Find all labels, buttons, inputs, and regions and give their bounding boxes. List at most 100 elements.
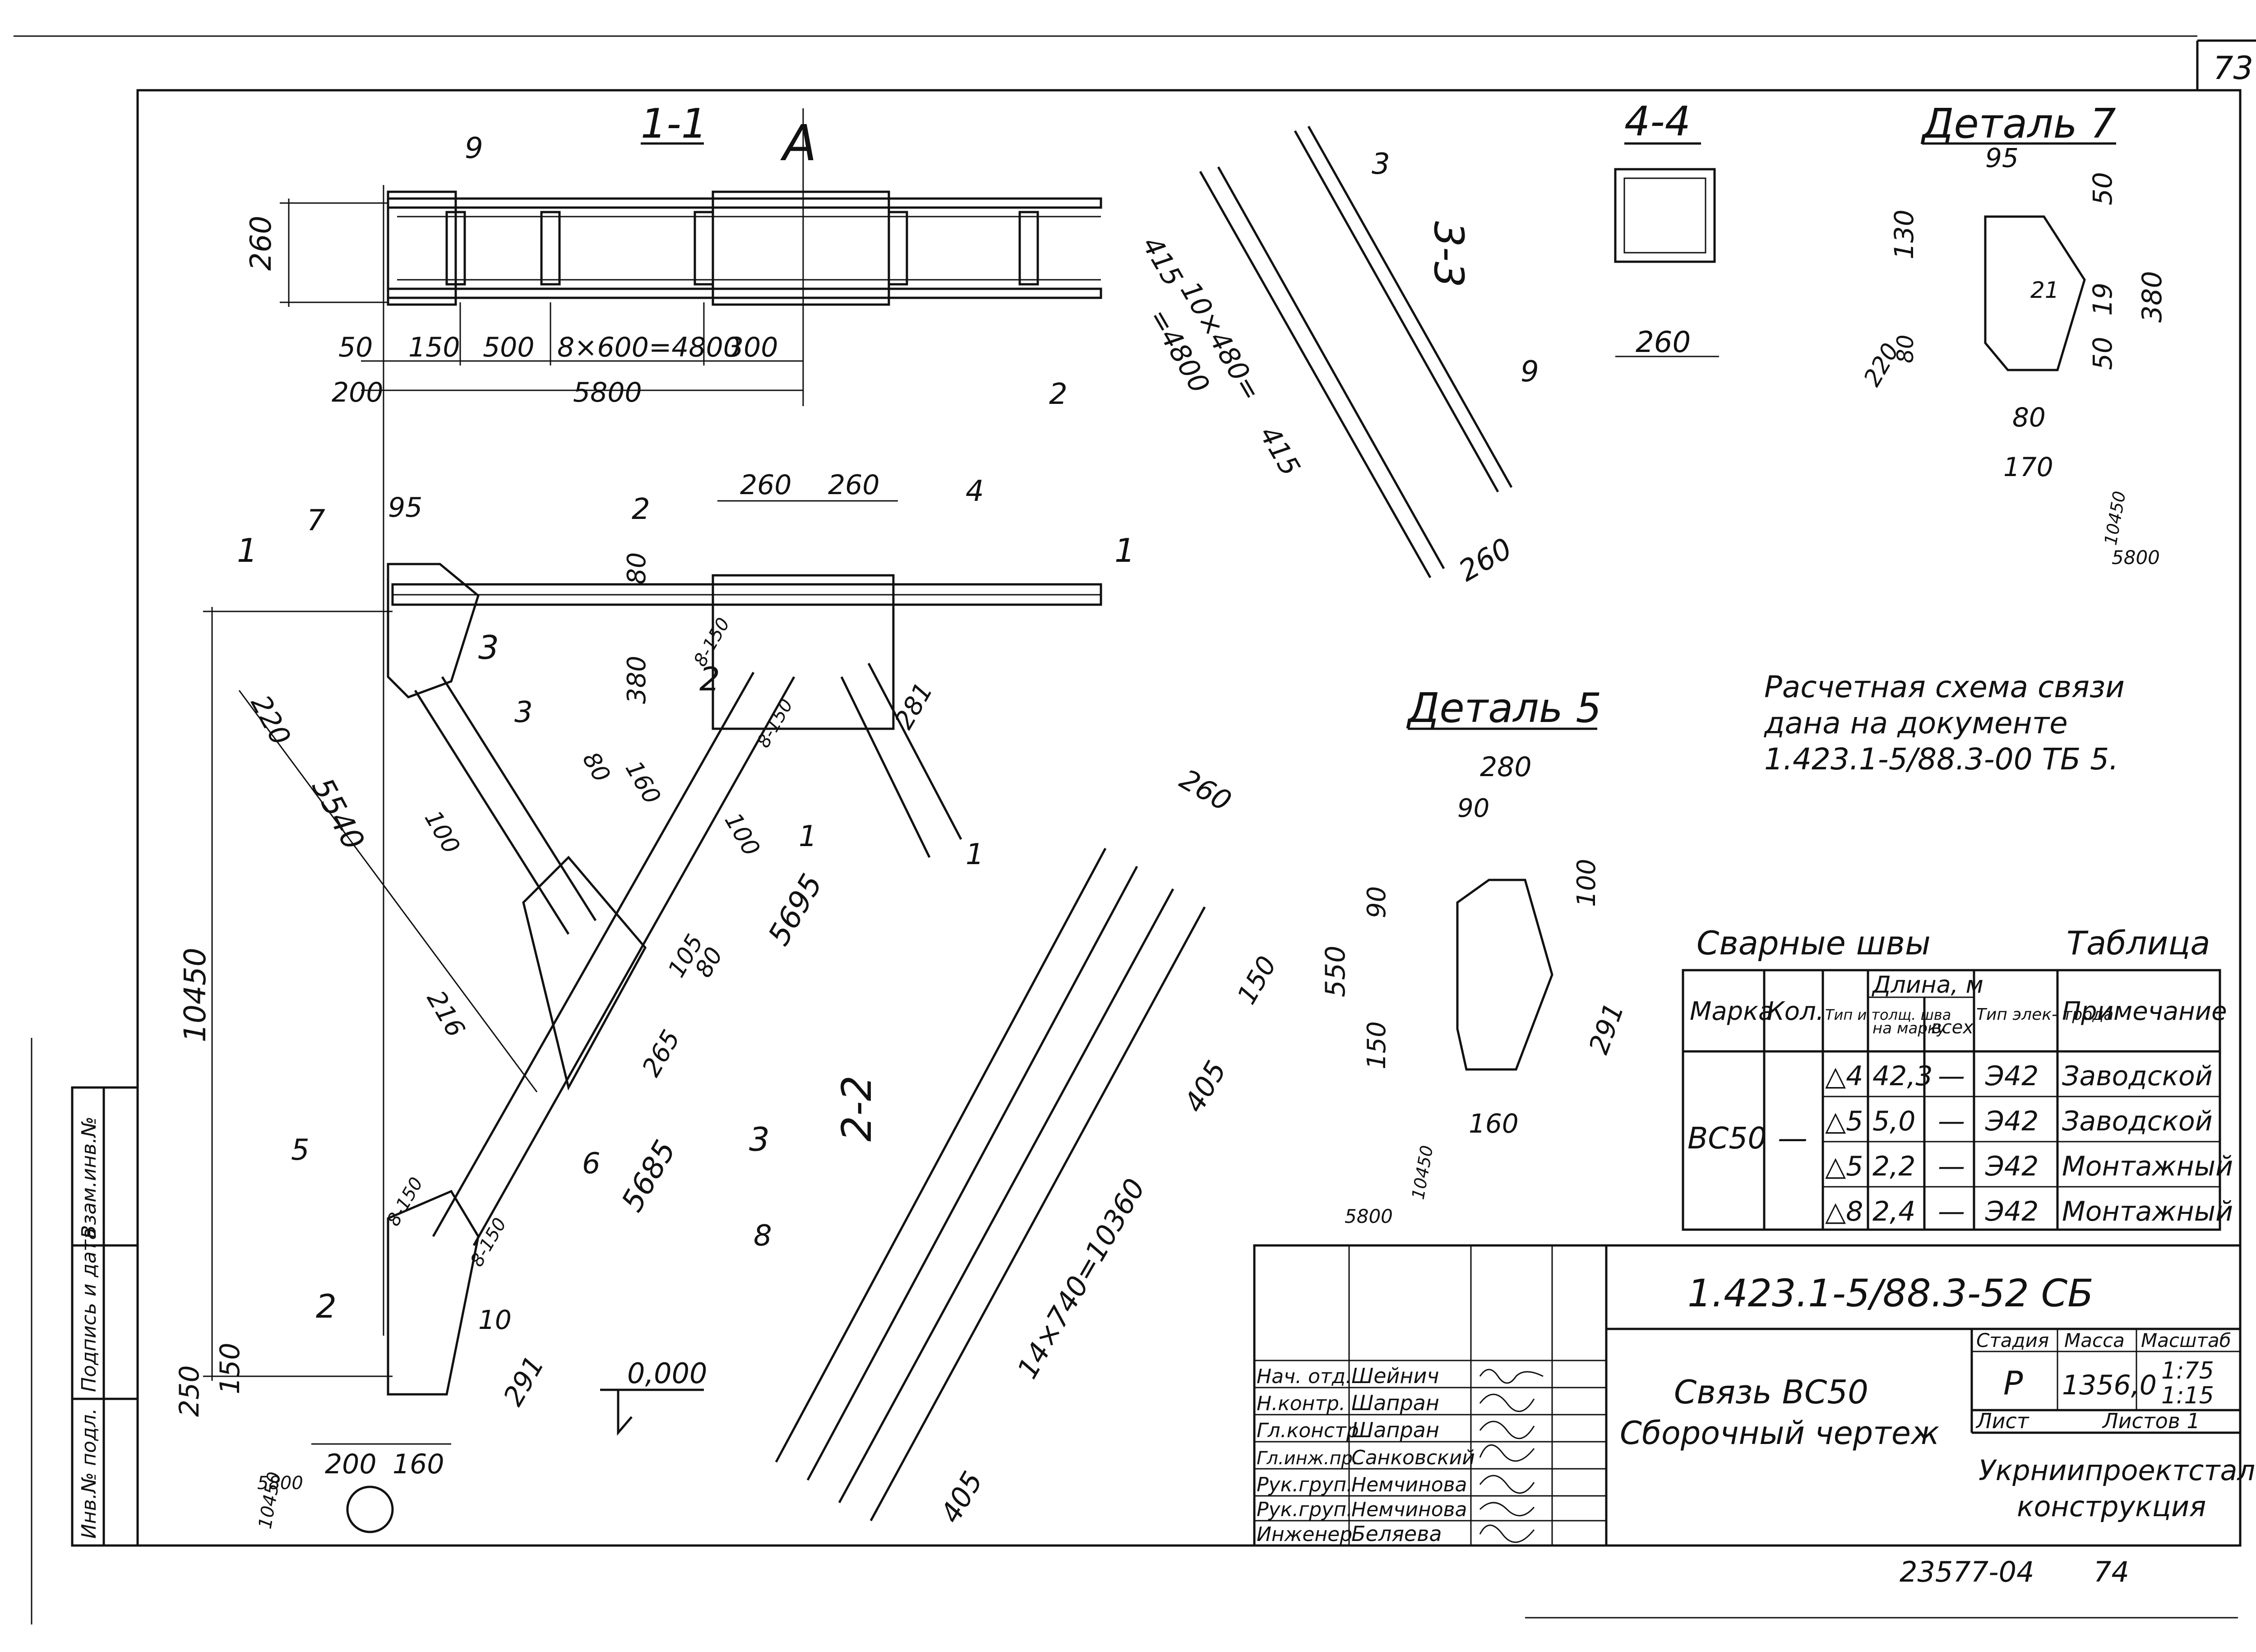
section-mark-2-top: 2: [699, 660, 720, 698]
det5-150: 150: [1362, 1021, 1392, 1069]
slope-5800: 5800: [257, 1473, 303, 1494]
main-elevation: 10450 5540 220 95 260 260 80 380 80 160 …: [174, 469, 1135, 1533]
callout-5: 5: [291, 1134, 310, 1167]
det7-19: 19: [2087, 282, 2118, 316]
det7-50a: 50: [2087, 172, 2118, 205]
side-stamp: Инв.№ подл. Подпись и дата Взам.инв.№: [71, 1086, 139, 1547]
det7-80b: 80: [2012, 402, 2046, 433]
dim-2-2-150: 150: [1231, 951, 1282, 1009]
callout-1-elev: 1: [799, 820, 817, 853]
dim-3-3-415a: 415: [1136, 231, 1189, 292]
th-type: Тип и толщ. шва: [1825, 1006, 1951, 1023]
stage-label: Стадия: [1976, 1329, 2049, 1351]
sig-name-3: Шапран: [1351, 1418, 1439, 1442]
det7-21: 21: [2030, 277, 2059, 303]
footer-page: 74: [2094, 1555, 2129, 1588]
callout-8: 8: [754, 1219, 772, 1253]
section-4-4-title: 4-4: [1624, 98, 1691, 145]
drawing-name-2: Сборочный чертеж: [1620, 1415, 1939, 1452]
sig-name-4: Санковский: [1351, 1446, 1475, 1469]
dim-250: 250: [174, 1365, 205, 1417]
dim-3-3-415b: 415: [1253, 421, 1306, 481]
sig-role-5: Рук.груп.: [1257, 1473, 1353, 1496]
dim-4-4-260: 260: [1636, 326, 1691, 359]
callout-3-s33: 3: [1372, 148, 1390, 181]
dim-80b: 80: [577, 748, 615, 787]
weld-8-150-b: 8-150: [753, 695, 797, 751]
dim-150: 150: [214, 1342, 246, 1394]
dim-top-150: 150: [408, 332, 460, 363]
level-mark: 0,000: [627, 1357, 707, 1390]
dim-5685: 5685: [615, 1134, 683, 1217]
page-number: 73: [2213, 50, 2253, 87]
dim-216: 216: [421, 986, 471, 1042]
row3-total: —: [1938, 1151, 1965, 1182]
cell-qty: —: [1778, 1121, 1808, 1156]
table-row: △5 5,0 — Э42 Заводской: [1825, 1106, 2213, 1137]
note-line-2: дана на документе: [1764, 706, 2068, 740]
sig-name-1: Шейнич: [1351, 1364, 1439, 1388]
sig-name-7: Беляева: [1351, 1522, 1442, 1546]
callout-2-elev: 2: [632, 493, 650, 526]
row2-type: △5: [1825, 1106, 1863, 1137]
row2-per-mark: 5,0: [1872, 1106, 1915, 1137]
sig-name-5: Немчинова: [1351, 1473, 1467, 1496]
row4-per-mark: 2,4: [1872, 1196, 1915, 1227]
note-line-3: 1.423.1-5/88.3-00 ТБ 5.: [1764, 742, 2118, 777]
det5-160: 160: [1469, 1108, 1519, 1139]
dim-top-500: 500: [483, 332, 535, 363]
dim-top-5800: 5800: [573, 377, 642, 408]
callout-9-s33: 9: [1521, 355, 1539, 389]
weld-table: Сварные швы Таблица Марка Кол. Тип и тол…: [1682, 924, 2233, 1231]
dim-200b: 200: [325, 1448, 377, 1480]
mass-value: 1356,0: [2062, 1370, 2157, 1401]
dim-95: 95: [388, 492, 422, 523]
callout-4: 4: [966, 475, 984, 508]
stamp-podpis: Подпись и дата: [78, 1228, 101, 1392]
detail-7: Деталь 7 95 50 130 21 19 380 80 220 50 8…: [1858, 100, 2168, 569]
det5-100: 100: [1572, 859, 1601, 907]
dim-100a: 100: [419, 806, 465, 859]
table-row: △8 2,4 — Э42 Монтажный: [1825, 1196, 2233, 1227]
cell-mark: ВС50: [1687, 1121, 1766, 1156]
section-1-1-plan: 1-1 А 260 50 150 500 8×600=4800 300 200: [245, 100, 1102, 1336]
sig-role-1: Нач. отд.: [1257, 1365, 1352, 1388]
dim-2-2-14x740: 14×740=10360: [1011, 1173, 1151, 1384]
sheet-label: Лист: [1975, 1409, 2029, 1433]
callout-10: 10: [478, 1305, 512, 1335]
row3-note: Монтажный: [2062, 1151, 2233, 1182]
det7-380: 380: [2136, 271, 2168, 323]
document-designation: 1.423.1-5/88.3-52 СБ: [1687, 1271, 2094, 1315]
row4-type: △8: [1825, 1196, 1863, 1227]
row3-per-mark: 2,2: [1872, 1151, 1915, 1182]
callout-2-top: 2: [1049, 378, 1068, 411]
detail-5: Деталь 5 280 90 90 100 550 150 291 160 1…: [1320, 685, 1630, 1227]
dim-2-2-260: 260: [1174, 763, 1237, 818]
section-mark-1-left: 1: [237, 532, 258, 569]
det5-280: 280: [1480, 751, 1532, 783]
row4-electrode: Э42: [1985, 1196, 2039, 1227]
det7-170: 170: [2003, 452, 2053, 482]
th-per-mark: на марку: [1872, 1019, 1946, 1037]
callout-3-elev: 3: [514, 696, 533, 729]
calculation-note: Расчетная схема связи дана на документе …: [1764, 670, 2125, 777]
row1-note: Заводской: [2062, 1060, 2213, 1092]
sheet-frame: [14, 35, 2256, 1624]
dim-265: 265: [637, 1025, 686, 1082]
row4-total: —: [1938, 1196, 1965, 1227]
part-callouts: 9 2 3 9 7 2 4 3 1 1 6 5 10 8: [291, 132, 1539, 1335]
axis-a-label: А: [780, 114, 817, 172]
sig-name-2: Шапран: [1351, 1391, 1439, 1415]
row3-electrode: Э42: [1985, 1151, 2039, 1182]
stamp-inv-podl: Инв.№ подл.: [78, 1408, 101, 1539]
dim-291: 291: [497, 1351, 550, 1411]
weld-8-150-d: 8-150: [467, 1214, 511, 1270]
row2-electrode: Э42: [1985, 1106, 2039, 1137]
dim-260a: 260: [740, 469, 792, 501]
callout-9-top: 9: [465, 132, 483, 165]
scale-label: Масштаб: [2141, 1329, 2231, 1351]
section-4-4: 4-4 260: [1614, 98, 1719, 359]
dim-top-50: 50: [338, 332, 373, 363]
det5-90b: 90: [1362, 886, 1392, 918]
organization-1: Укрниипроектсталь-: [1979, 1454, 2256, 1487]
